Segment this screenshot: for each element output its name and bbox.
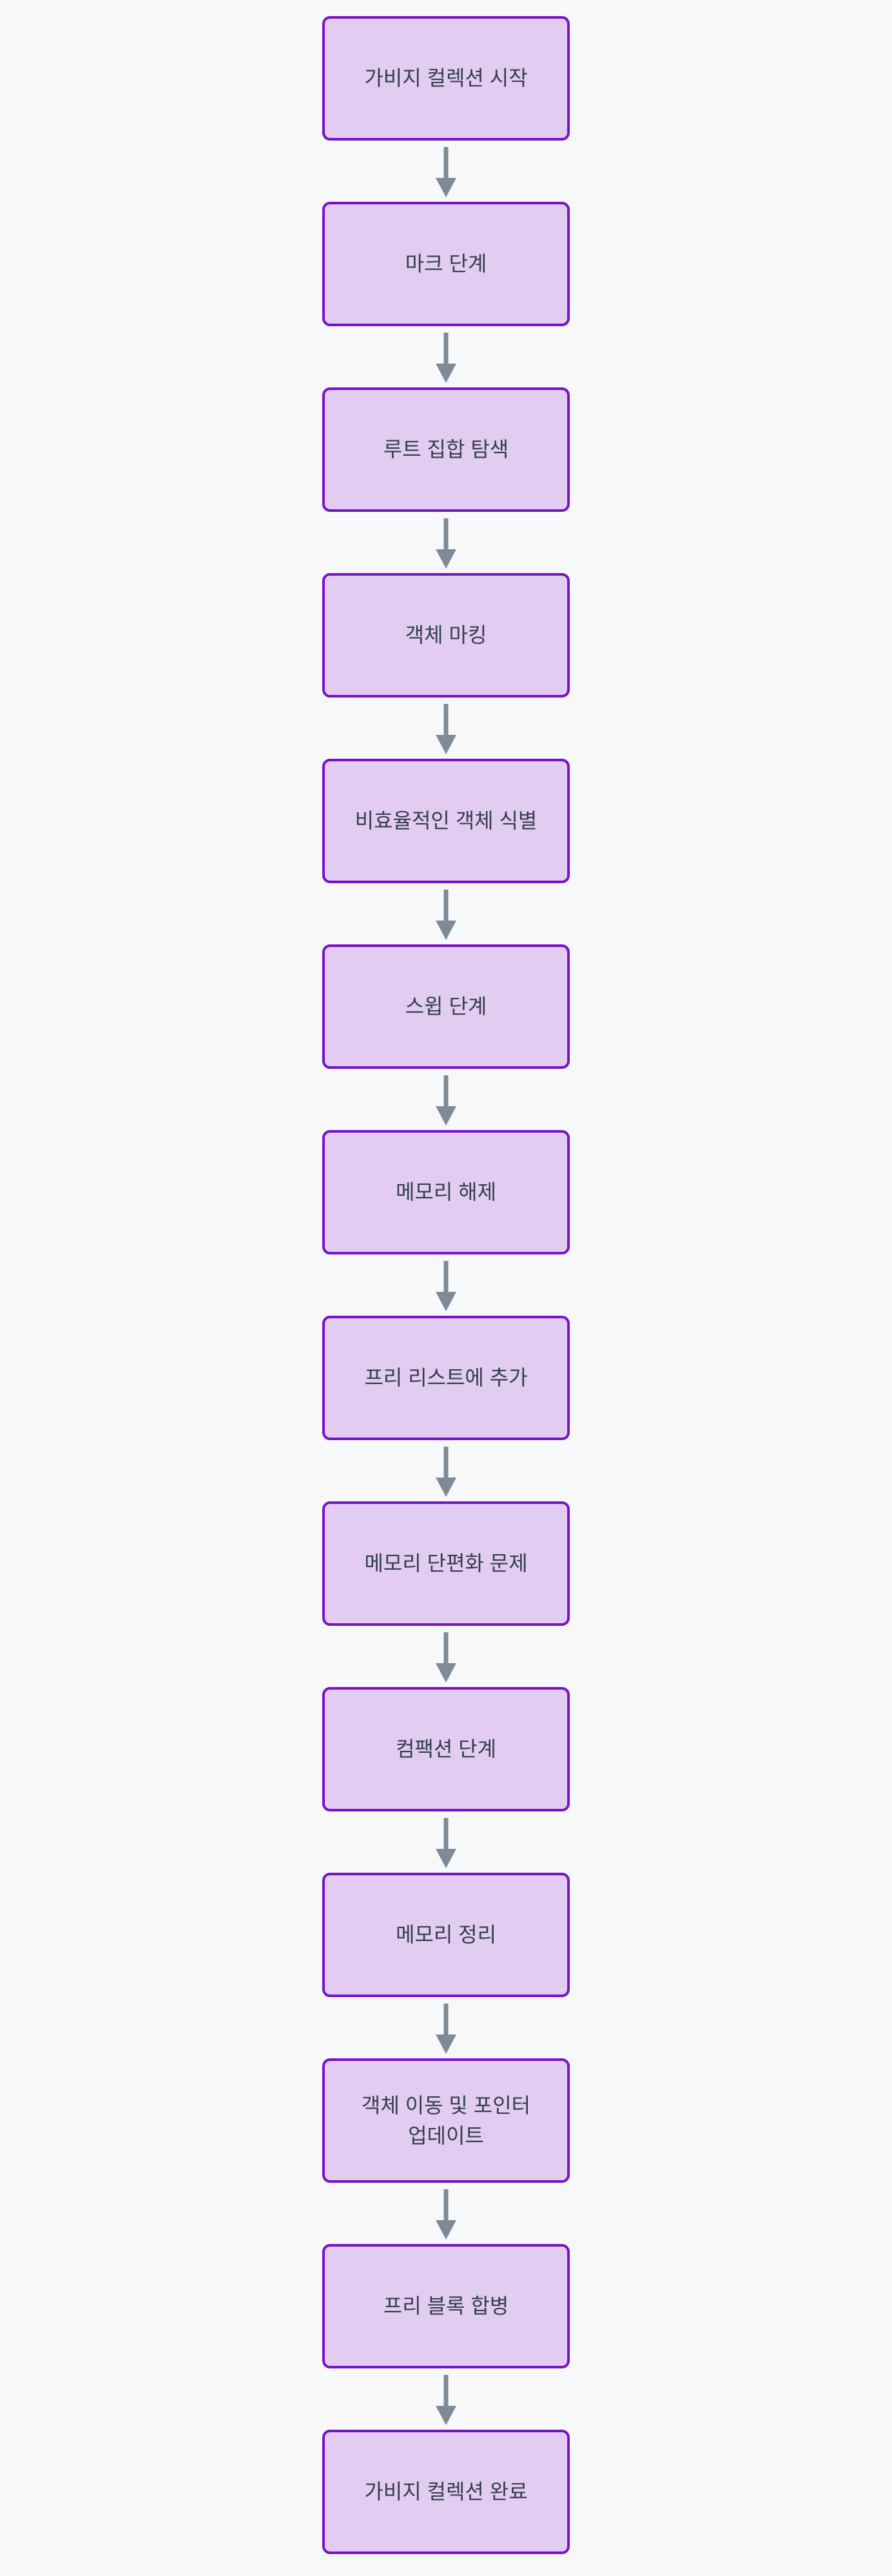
down-arrow-icon — [436, 2189, 456, 2239]
down-arrow-icon — [436, 1818, 456, 1868]
flow-node-memory-release: 메모리 해제 — [322, 1130, 570, 1254]
flow-node-root-set-scan: 루트 집합 탐색 — [322, 387, 570, 512]
down-arrow-icon — [436, 1632, 456, 1683]
down-arrow-icon — [436, 1261, 456, 1311]
down-arrow-icon — [436, 518, 456, 569]
flow-node-memory-fragmentation: 메모리 단편화 문제 — [322, 1501, 570, 1626]
flow-node-label: 객체 이동 및 포인터 업데이트 — [361, 2094, 531, 2147]
down-arrow-icon — [436, 890, 456, 940]
flow-node-label: 메모리 정리 — [395, 1923, 497, 1947]
flow-node-gc-complete: 가비지 컬렉션 완료 — [322, 2430, 570, 2554]
flow-node-object-marking: 객체 마킹 — [322, 573, 570, 698]
flow-node-label: 프리 블록 합병 — [383, 2294, 509, 2318]
flow-node-label: 객체 마킹 — [405, 623, 487, 647]
down-arrow-icon — [436, 2004, 456, 2054]
down-arrow-icon — [436, 147, 456, 197]
flow-node-label: 가비지 컬렉션 시작 — [364, 66, 528, 90]
flow-node-mark-phase: 마크 단계 — [322, 202, 570, 326]
flow-node-label: 비효율적인 객체 식별 — [354, 809, 538, 833]
flow-node-free-block-merge: 프리 블록 합병 — [322, 2244, 570, 2368]
down-arrow-icon — [436, 2375, 456, 2425]
flow-node-memory-cleanup: 메모리 정리 — [322, 1873, 570, 1997]
flow-node-object-move-pointer-update: 객체 이동 및 포인터 업데이트 — [322, 2058, 570, 2183]
flow-node-label: 마크 단계 — [405, 252, 487, 276]
flow-node-label: 스윕 단계 — [405, 995, 487, 1019]
down-arrow-icon — [436, 1447, 456, 1497]
flow-node-label: 메모리 해제 — [395, 1180, 497, 1204]
flow-node-label: 가비지 컬렉션 완료 — [364, 2480, 528, 2504]
flow-node-label: 컴팩션 단계 — [395, 1737, 497, 1761]
down-arrow-icon — [436, 333, 456, 383]
flow-node-free-list-add: 프리 리스트에 추가 — [322, 1316, 570, 1440]
flow-node-gc-start: 가비지 컬렉션 시작 — [322, 16, 570, 141]
flow-node-compaction-phase: 컴팩션 단계 — [322, 1687, 570, 1811]
flow-node-label: 메모리 단편화 문제 — [364, 1552, 528, 1576]
flow-node-inefficient-object-identify: 비효율적인 객체 식별 — [322, 759, 570, 883]
flow-node-label: 루트 집합 탐색 — [383, 438, 509, 462]
down-arrow-icon — [436, 1075, 456, 1126]
flow-node-label: 프리 리스트에 추가 — [364, 1366, 528, 1390]
flow-node-sweep-phase: 스윕 단계 — [322, 944, 570, 1069]
down-arrow-icon — [436, 704, 456, 754]
